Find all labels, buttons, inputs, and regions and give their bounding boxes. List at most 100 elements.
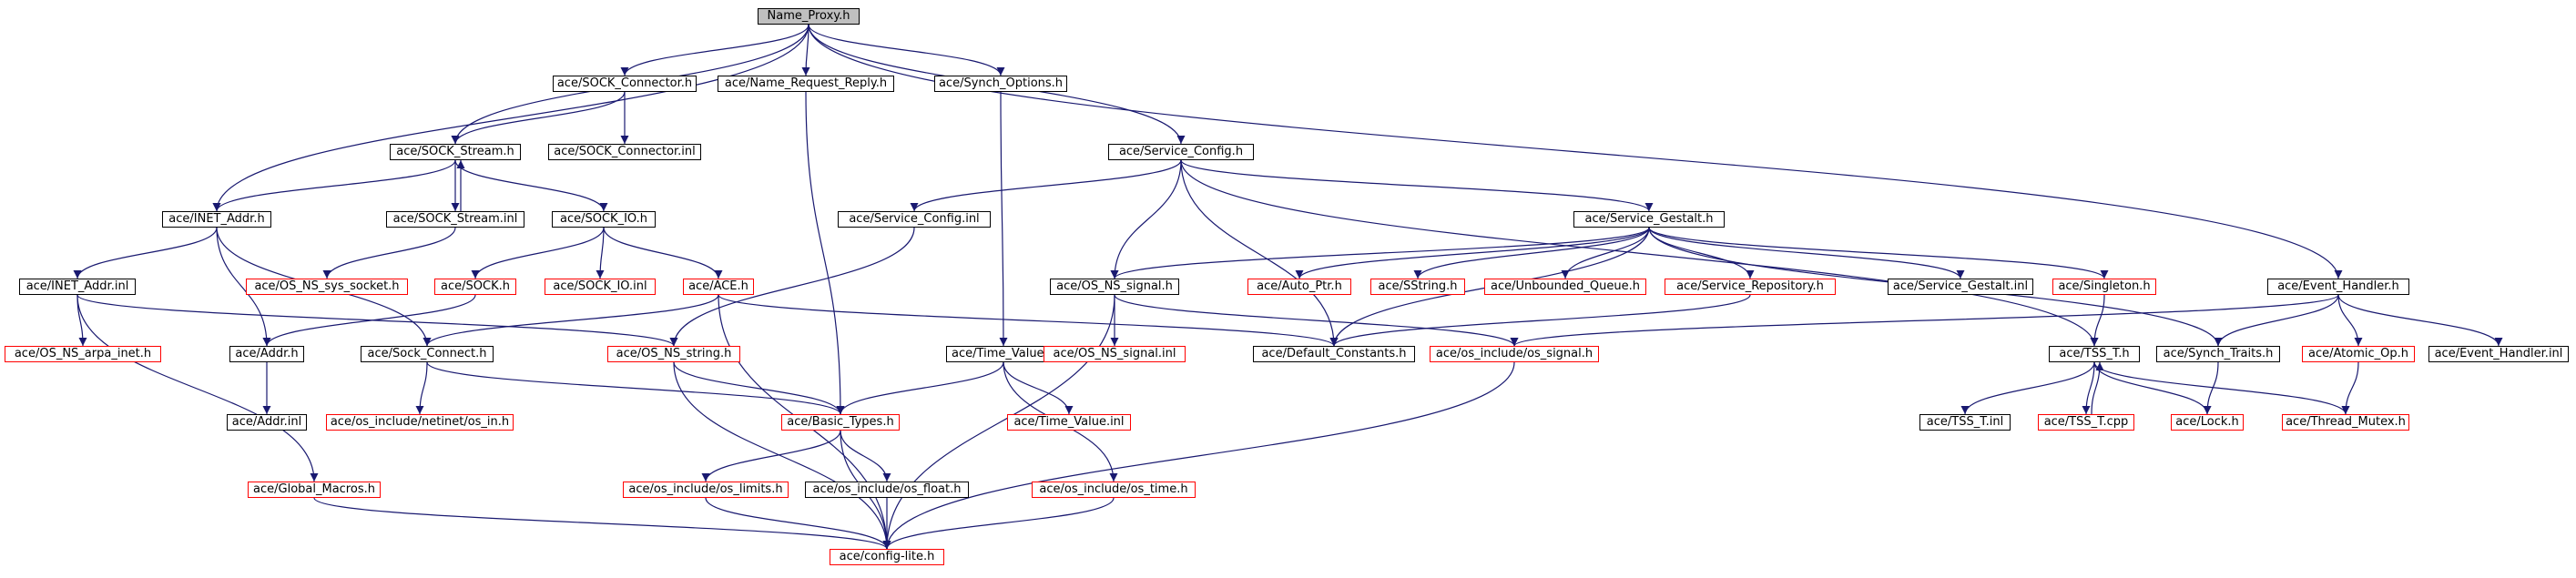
edge-service_config_h-to-service_gestalt_h <box>1180 159 1654 212</box>
edge-inet_addr_h-to-addr_h <box>216 227 271 347</box>
edge-inet_addr_inl-to-os_ns_string_h <box>76 294 678 347</box>
edge-tss_t_h-to-tss_t_cpp <box>2082 361 2095 415</box>
node-sock-stream-h[interactable]: ace/SOCK_Stream.h <box>390 144 521 160</box>
edge-service_config_h-to-service_config_inl <box>910 159 1182 212</box>
node-os-include-os-signal-h[interactable]: ace/os_include/os_signal.h <box>1430 346 1599 362</box>
edge-name_proxy_h-to-event_handler_h <box>808 24 2343 279</box>
edge-atomic_op_h-to-thread_mutex_h <box>2341 361 2359 415</box>
edge-service_gestalt_h-to-service_gestalt_inl <box>1648 227 1965 279</box>
node-basic-types-h[interactable]: ace/Basic_Types.h <box>781 414 900 431</box>
node-tss-t-cpp[interactable]: ace/TSS_T.cpp <box>2038 414 2134 431</box>
node-os-include-netinet-os-in-h[interactable]: ace/os_include/netinet/os_in.h <box>326 414 514 431</box>
node-lock-h[interactable]: ace/Lock.h <box>2171 414 2244 431</box>
edge-global_macros_h-to-config_lite_h <box>313 497 891 550</box>
edge-time_value_h-to-basic_types_h <box>836 361 1004 415</box>
node-inet-addr-inl[interactable]: ace/INET_Addr.inl <box>19 279 136 295</box>
node-os-ns-signal-h[interactable]: ace/OS_NS_signal.h <box>1050 279 1179 295</box>
edge-service_gestalt_h-to-auto_ptr_h <box>1295 227 1650 279</box>
edge-sock_connect_h-to-os_include_netinet_os_in_h <box>415 361 428 415</box>
node-name-request-reply-h[interactable]: ace/Name_Request_Reply.h <box>718 76 894 92</box>
node-addr-h[interactable]: ace/Addr.h <box>229 346 304 362</box>
node-sock-stream-inl[interactable]: ace/SOCK_Stream.inl <box>386 211 524 228</box>
node-config-lite-h[interactable]: ace/config-lite.h <box>830 549 944 565</box>
node-os-include-os-time-h[interactable]: ace/os_include/os_time.h <box>1032 482 1196 498</box>
edge-sock_connector_h-to-sock_stream_h <box>451 91 626 145</box>
node-service-config-h[interactable]: ace/Service_Config.h <box>1108 144 1254 160</box>
edge-sock_io_h-to-ace_h <box>603 227 723 279</box>
edge-name_proxy_h-to-sock_connector_h <box>620 24 809 76</box>
node-os-ns-signal-inl[interactable]: ace/OS_NS_signal.inl <box>1044 346 1186 362</box>
edge-os_ns_string_h-to-basic_types_h <box>673 361 845 415</box>
node-inet-addr-h[interactable]: ace/INET_Addr.h <box>162 211 271 228</box>
node-sock-connector-h[interactable]: ace/SOCK_Connector.h <box>553 76 697 92</box>
node-service-gestalt-h[interactable]: ace/Service_Gestalt.h <box>1573 211 1725 228</box>
node-global-macros-h[interactable]: ace/Global_Macros.h <box>248 482 381 498</box>
edge-sock_connect_h-to-basic_types_h <box>426 361 845 415</box>
edge-event_handler_h-to-os_include_os_signal_h <box>1510 294 2339 347</box>
node-addr-inl[interactable]: ace/Addr.inl <box>227 414 307 431</box>
edge-singleton_h-to-tss_t_h <box>2090 294 2105 347</box>
node-sock-h[interactable]: ace/SOCK.h <box>434 279 516 295</box>
node-synch-options-h[interactable]: ace/Synch_Options.h <box>934 76 1067 92</box>
node-sstring-h[interactable]: ace/SString.h <box>1370 279 1465 295</box>
node-auto-ptr-h[interactable]: ace/Auto_Ptr.h <box>1247 279 1351 295</box>
edge-event_handler_h-to-atomic_op_h <box>2337 294 2363 347</box>
edge-service_config_h-to-default_constants_h <box>1180 159 1339 347</box>
edge-tss_t_h-to-lock_h <box>2093 361 2212 415</box>
edge-service_config_inl-to-os_ns_string_h <box>669 227 915 347</box>
node-thread-mutex-h[interactable]: ace/Thread_Mutex.h <box>2282 414 2409 431</box>
node-synch-traits-h[interactable]: ace/Synch_Traits.h <box>2156 346 2280 362</box>
node-service-config-inl[interactable]: ace/Service_Config.inl <box>838 211 991 228</box>
node-service-gestalt-inl[interactable]: ace/Service_Gestalt.inl <box>1888 279 2033 295</box>
edge-basic_types_h-to-os_include_os_float_h <box>840 430 891 482</box>
node-tss-t-inl[interactable]: ace/TSS_T.inl <box>1919 414 2011 431</box>
edge-sock_stream_inl-to-os_ns_sys_socket_h <box>322 227 456 279</box>
node-default-constants-h[interactable]: ace/Default_Constants.h <box>1253 346 1415 362</box>
node-unbounded-queue-h[interactable]: ace/Unbounded_Queue.h <box>1484 279 1646 295</box>
edge-ace_h-to-sock_connect_h <box>423 294 719 347</box>
edge-service_repository_h-to-default_constants_h <box>1329 294 1751 347</box>
edge-service_gestalt_h-to-sstring_h <box>1413 227 1650 279</box>
edge-name_proxy_h-to-synch_options_h <box>808 24 1005 76</box>
edge-event_handler_h-to-event_handler_inl <box>2337 294 2503 347</box>
node-time-value-inl[interactable]: ace/Time_Value.inl <box>1007 414 1131 431</box>
node-os-ns-string-h[interactable]: ace/OS_NS_string.h <box>607 346 740 362</box>
edge-name_proxy_h-to-inet_addr_h <box>212 24 809 212</box>
node-name-proxy-h[interactable]: Name_Proxy.h <box>758 8 860 25</box>
node-tss-t-h[interactable]: ace/TSS_T.h <box>2049 346 2140 362</box>
node-atomic-op-h[interactable]: ace/Atomic_Op.h <box>2302 346 2415 362</box>
edge-service_gestalt_h-to-os_ns_signal_h <box>1110 227 1650 279</box>
node-os-include-os-float-h[interactable]: ace/os_include/os_float.h <box>805 482 969 498</box>
edge-sock_io_h-to-sock_h <box>471 227 605 279</box>
edge-sock_h-to-addr_h <box>262 294 476 347</box>
edge-event_handler_h-to-synch_traits_h <box>2214 294 2339 347</box>
edge-os_ns_signal_h-to-config_lite_h <box>882 294 1115 550</box>
edge-os_include_os_signal_h-to-config_lite_h <box>882 361 1515 550</box>
node-event-handler-inl[interactable]: ace/Event_Handler.inl <box>2428 346 2569 362</box>
edge-synch_traits_h-to-lock_h <box>2203 361 2219 415</box>
edge-inet_addr_h-to-inet_addr_inl <box>73 227 218 279</box>
edge-os_ns_string_h-to-config_lite_h <box>673 361 891 550</box>
edge-name_proxy_h-to-name_request_reply_h <box>801 24 810 76</box>
node-sock-connect-h[interactable]: ace/Sock_Connect.h <box>361 346 494 362</box>
node-service-repository-h[interactable]: ace/Service_Repository.h <box>1665 279 1836 295</box>
node-singleton-h[interactable]: ace/Singleton.h <box>2052 279 2156 295</box>
node-time-value-h[interactable]: ace/Time_Value.h <box>946 346 1061 362</box>
edge-service_config_h-to-os_ns_signal_h <box>1110 159 1182 279</box>
edge-service_config_h-to-tss_t_h <box>1180 159 2099 347</box>
node-os-include-os-limits-h[interactable]: ace/os_include/os_limits.h <box>623 482 789 498</box>
node-sock-io-h[interactable]: ace/SOCK_IO.h <box>552 211 656 228</box>
edge-ace_h-to-default_constants_h <box>718 294 1339 347</box>
node-sock-io-inl[interactable]: ace/SOCK_IO.inl <box>545 279 656 295</box>
node-os-ns-arpa-inet-h[interactable]: ace/OS_NS_arpa_inet.h <box>5 346 161 362</box>
edge-sock_io_h-to-sock_io_inl <box>596 227 605 279</box>
edge-inet_addr_inl-to-global_macros_h <box>76 294 319 482</box>
edge-os_include_os_limits_h-to-config_lite_h <box>705 497 891 550</box>
node-event-handler-h[interactable]: ace/Event_Handler.h <box>2267 279 2409 295</box>
node-os-ns-sys-socket-h[interactable]: ace/OS_NS_sys_socket.h <box>246 279 408 295</box>
edge-time_value_h-to-time_value_inl <box>1003 361 1074 415</box>
node-ace-h[interactable]: ace/ACE.h <box>683 279 754 295</box>
edge-name_request_reply_h-to-basic_types_h <box>805 91 845 415</box>
node-sock-connector-inl[interactable]: ace/SOCK_Connector.inl <box>548 144 701 160</box>
